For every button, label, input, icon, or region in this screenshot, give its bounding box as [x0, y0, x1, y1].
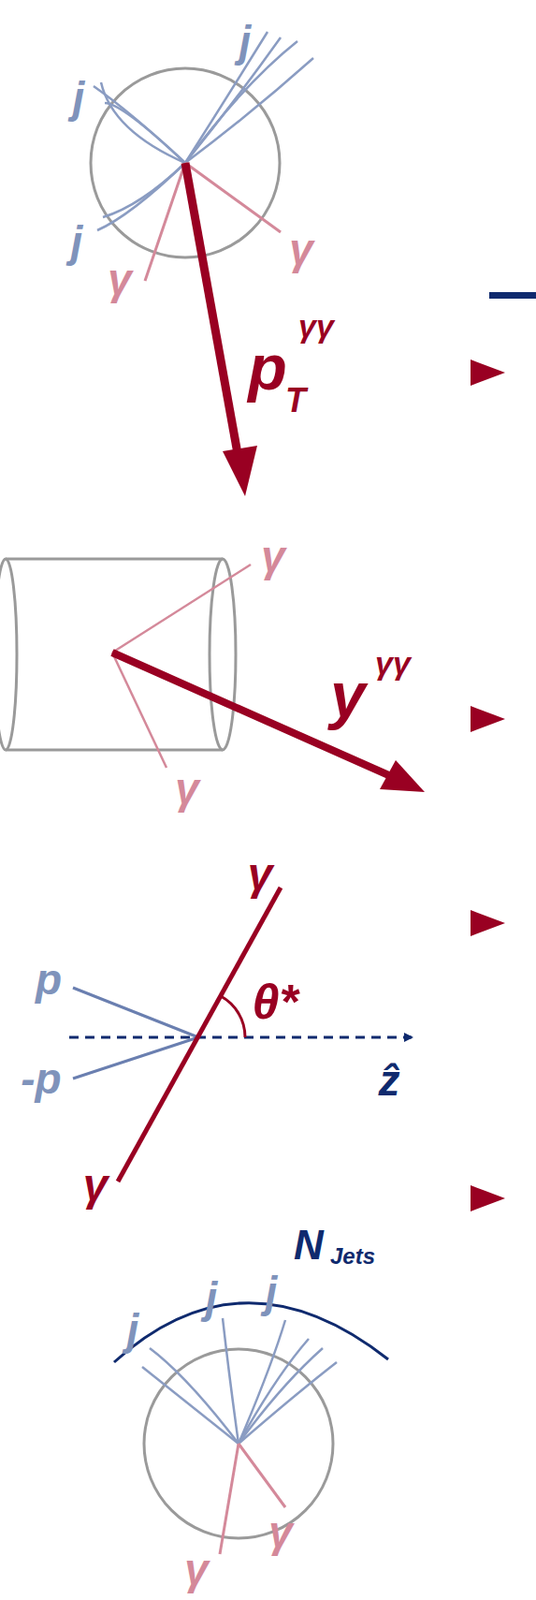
- detector-cylinder: [0, 558, 425, 792]
- photon-label: γ: [289, 227, 314, 271]
- jet-label: j: [72, 75, 86, 119]
- subscript-label: T: [285, 383, 306, 418]
- photon-label: γ: [260, 534, 286, 578]
- photon-label: γ: [107, 257, 132, 301]
- superscript-label: γγ: [375, 646, 411, 679]
- event-display-top: [90, 31, 314, 496]
- event-display-bottom: [114, 1302, 389, 1553]
- variable-label: N: [293, 1223, 324, 1265]
- axis-label: ẑ: [378, 1057, 401, 1101]
- jet-label: j: [205, 1274, 218, 1319]
- jet-label: j: [265, 1269, 278, 1313]
- angle-label: θ*: [251, 976, 298, 1026]
- photon-label: γ: [184, 1546, 209, 1590]
- beam-label: -p: [20, 1056, 61, 1100]
- beam-label: p: [35, 956, 62, 1000]
- bullet-marks: [470, 291, 536, 1211]
- photon-label: γ: [247, 851, 274, 897]
- subscript-label: Jets: [330, 1244, 376, 1267]
- jet-label: j: [71, 219, 84, 263]
- variable-label: p: [247, 334, 288, 399]
- photon-label: γ: [174, 766, 200, 810]
- photon-label: γ: [83, 1161, 109, 1207]
- jet-label: j: [239, 19, 252, 63]
- superscript-label: γγ: [298, 309, 334, 342]
- scattering-angle: [69, 886, 412, 1181]
- variable-label: y: [330, 662, 366, 726]
- photon-label: γ: [268, 1508, 293, 1552]
- jet-label: j: [127, 1306, 140, 1350]
